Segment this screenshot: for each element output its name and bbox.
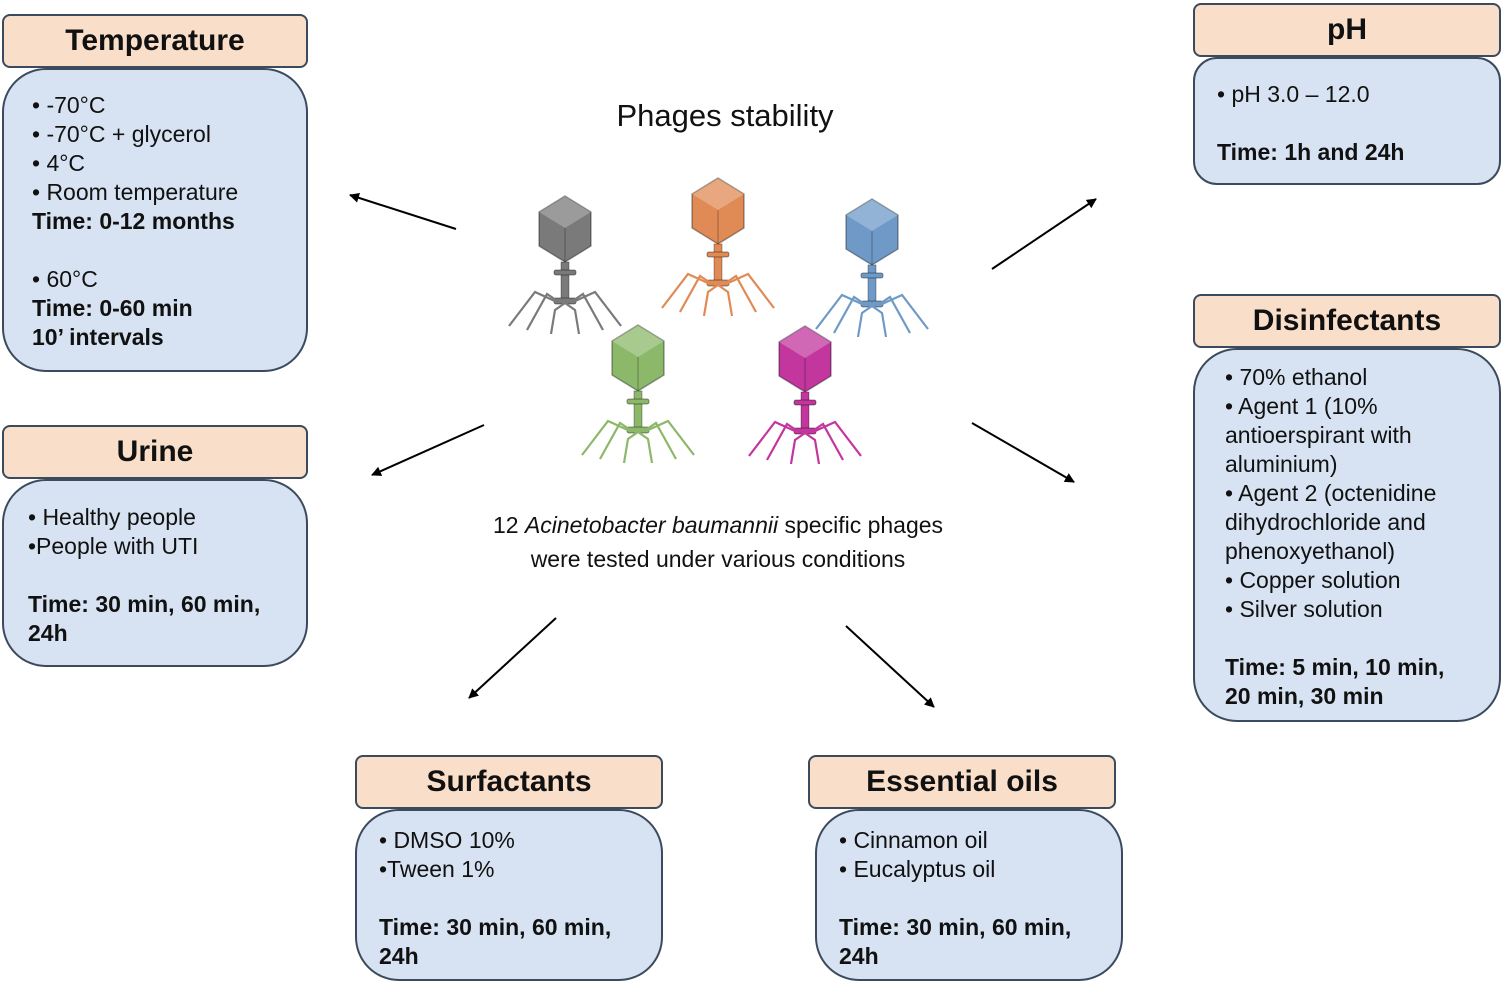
essential-oils-item: • Eucalyptus oil	[839, 856, 996, 882]
temperature-panel: • -70°C • -70°C + glycerol • 4°C • Room …	[2, 68, 308, 372]
urine-item: •People with UTI	[28, 533, 199, 559]
diagram-title: Phages stability	[616, 98, 834, 133]
urine-panel: • Healthy people •People with UTI Time: …	[2, 479, 308, 667]
disinfectants-time: 20 min, 30 min	[1225, 683, 1384, 709]
surfactants-header: Surfactants	[355, 755, 663, 809]
temperature-item: • -70°C + glycerol	[32, 121, 211, 147]
description-suffix: specific phages were tested under variou…	[530, 512, 944, 572]
diagram-description: 12 Acinetobacter baumannii specific phag…	[488, 508, 948, 576]
disinfectants-item: dihydrochloride and	[1225, 509, 1426, 535]
surfactants-item: •Tween 1%	[379, 856, 495, 882]
ph-time: Time: 1h and 24h	[1217, 139, 1405, 165]
phage-orange-icon	[660, 176, 776, 318]
disinfectants-item: • Agent 1 (10%	[1225, 393, 1378, 419]
arrow-to-urine	[371, 424, 485, 476]
temperature-item: • 4°C	[32, 150, 86, 176]
surfactants-time: 24h	[379, 943, 419, 969]
essential-oils-header: Essential oils	[808, 755, 1116, 809]
urine-time: 24h	[28, 620, 68, 646]
essential-oils-time: 24h	[839, 943, 879, 969]
essential-oils-panel: • Cinnamon oil • Eucalyptus oil Time: 30…	[815, 809, 1123, 981]
description-prefix: 12	[492, 512, 525, 538]
phage-magenta-icon	[747, 324, 863, 466]
temperature-item: • -70°C	[32, 92, 106, 118]
urine-item: • Healthy people	[28, 504, 196, 530]
phage-gray-icon	[507, 194, 623, 336]
arrow-to-ph	[991, 198, 1097, 270]
surfactants-panel: • DMSO 10% •Tween 1% Time: 30 min, 60 mi…	[355, 809, 663, 981]
disinfectants-item: • Copper solution	[1225, 567, 1401, 593]
arrow-to-essential-oils	[845, 625, 935, 708]
urine-time: Time: 30 min, 60 min,	[28, 591, 261, 617]
arrow-to-disinfectants	[971, 422, 1075, 483]
ph-header: pH	[1193, 3, 1501, 57]
arrow-to-surfactants	[468, 617, 557, 699]
disinfectants-header: Disinfectants	[1193, 294, 1501, 348]
temperature-item: • 60°C	[32, 266, 98, 292]
disinfectants-item: • 70% ethanol	[1225, 364, 1368, 390]
essential-oils-time: Time: 30 min, 60 min,	[839, 914, 1072, 940]
disinfectants-item: aluminium)	[1225, 451, 1338, 477]
description-species: Acinetobacter baumannii	[524, 512, 779, 538]
phage-blue-icon	[814, 197, 930, 339]
temperature-time-range: Time: 0-12 months	[32, 208, 235, 234]
phage-green-icon	[580, 323, 696, 465]
disinfectants-time: Time: 5 min, 10 min,	[1225, 654, 1445, 680]
ph-panel: • pH 3.0 – 12.0 Time: 1h and 24h	[1193, 57, 1501, 185]
temperature-time-range: Time: 0-60 min	[32, 295, 193, 321]
ph-item: • pH 3.0 – 12.0	[1217, 81, 1370, 107]
temperature-header: Temperature	[2, 14, 308, 68]
temperature-interval: 10’ intervals	[32, 324, 164, 350]
temperature-item: • Room temperature	[32, 179, 239, 205]
surfactants-item: • DMSO 10%	[379, 827, 515, 853]
disinfectants-panel: • 70% ethanol • Agent 1 (10% antioerspir…	[1193, 348, 1501, 722]
urine-header: Urine	[2, 425, 308, 479]
arrow-to-temperature	[349, 192, 457, 230]
disinfectants-item: • Agent 2 (octenidine	[1225, 480, 1437, 506]
disinfectants-item: phenoxyethanol)	[1225, 538, 1396, 564]
surfactants-time: Time: 30 min, 60 min,	[379, 914, 612, 940]
disinfectants-item: • Silver solution	[1225, 596, 1383, 622]
disinfectants-item: antioerspirant with	[1225, 422, 1412, 448]
essential-oils-item: • Cinnamon oil	[839, 827, 988, 853]
